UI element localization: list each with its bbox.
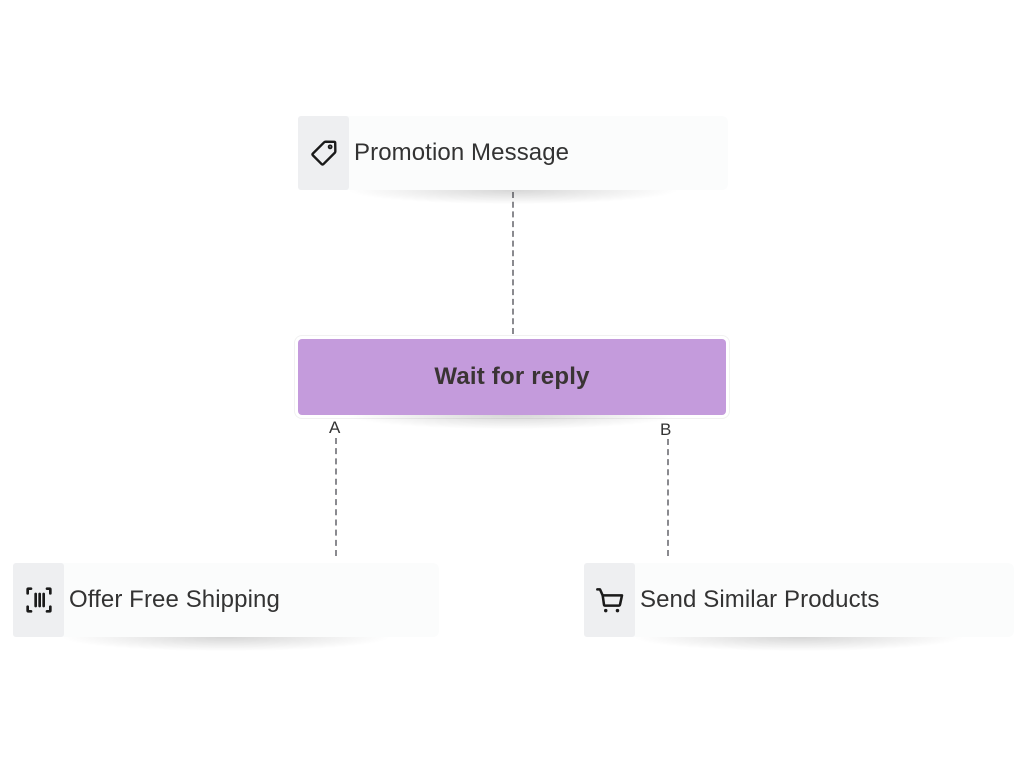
tag-icon xyxy=(310,140,337,166)
node-wait-for-reply[interactable]: Wait for reply xyxy=(298,339,726,429)
branch-label-b: B xyxy=(660,420,672,439)
node-icon-box xyxy=(298,116,349,190)
node-icon-box xyxy=(584,563,635,637)
node-label: Promotion Message xyxy=(354,139,570,166)
connector-wait-to-shipping xyxy=(335,438,337,556)
node-label: Offer Free Shipping xyxy=(69,586,280,613)
barcode-scan-icon xyxy=(25,587,52,613)
branch-label-a: A xyxy=(329,418,341,437)
node-icon-box xyxy=(13,563,64,637)
connector-promotion-to-wait xyxy=(512,192,514,334)
node-offer-free-shipping[interactable]: Offer Free Shipping xyxy=(13,563,439,651)
connector-wait-to-similar xyxy=(667,439,669,556)
node-label: Wait for reply xyxy=(434,363,590,390)
node-label: Send Similar Products xyxy=(640,586,880,613)
node-promotion-message[interactable]: Promotion Message xyxy=(298,116,728,204)
shopping-cart-icon xyxy=(595,588,623,613)
node-send-similar-products[interactable]: Send Similar Products xyxy=(584,563,1014,651)
